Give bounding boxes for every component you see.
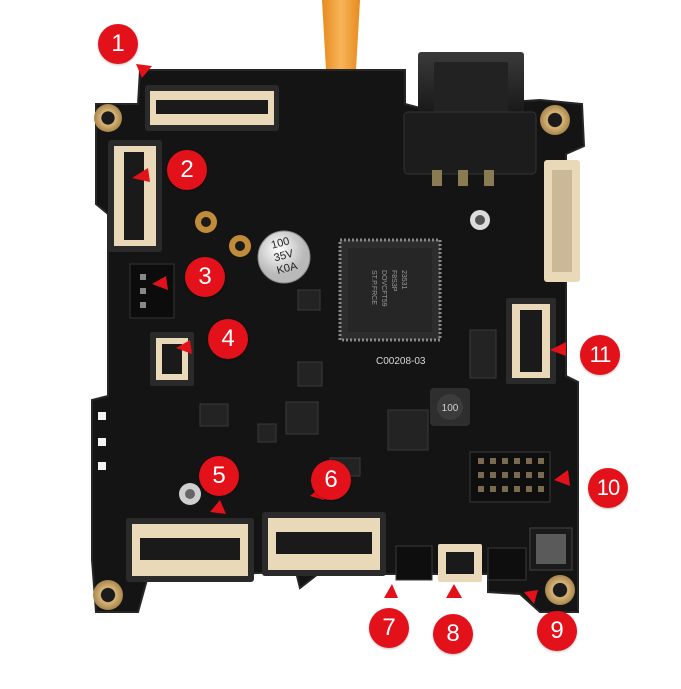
marker-10: 10 [588,468,628,508]
main-ic: ST.P.FRCE DOVCFT59 F8S3P 23531 [338,238,442,342]
connector-small-4 [150,332,194,386]
connector-bottom-6 [262,512,386,576]
connector-right-11 [506,298,556,384]
marker-11: 11 [580,335,620,375]
data-matrix-label [529,527,573,571]
marker-7: 7 [369,608,409,648]
orange-cable [322,0,360,70]
ic-text-3: F8S3P [390,270,397,292]
electrolytic-capacitor: 100 35V K0A [257,230,311,284]
connector-bottom-5 [126,518,254,582]
mounting-holes [93,104,575,610]
marker-1: 1 [98,24,138,64]
connector-top [145,85,279,131]
connector-right-top [544,160,580,282]
ic-text-1: ST.P.FRCE [370,270,377,305]
marker-8: 8 [433,614,473,654]
inductor-label: 100 [442,403,459,414]
ic-text-2: DOVCFT59 [380,270,387,307]
inductor: 100 [430,388,470,426]
capacitor-label-1: 100 [270,235,291,251]
capacitor-label-2: 35V [273,248,296,265]
connector-left-vertical [108,140,162,252]
marker-3: 3 [185,257,225,297]
pin-header-10 [469,451,551,503]
capacitor-label-3: K0A [276,260,300,277]
leds [98,412,106,470]
connector-7 [395,545,433,581]
connector-small-3 [129,263,175,319]
power-jack [403,52,537,186]
connector-9 [487,547,527,581]
marker-4: 4 [208,319,248,359]
marker-arrows [132,64,570,604]
board-code-label: C00208-03 [376,356,426,367]
ic-text-4: 23531 [400,270,407,290]
marker-6: 6 [311,460,351,500]
marker-2: 2 [167,150,207,190]
marker-5: 5 [199,456,239,496]
marker-9: 9 [537,611,577,651]
connector-8 [438,544,482,582]
